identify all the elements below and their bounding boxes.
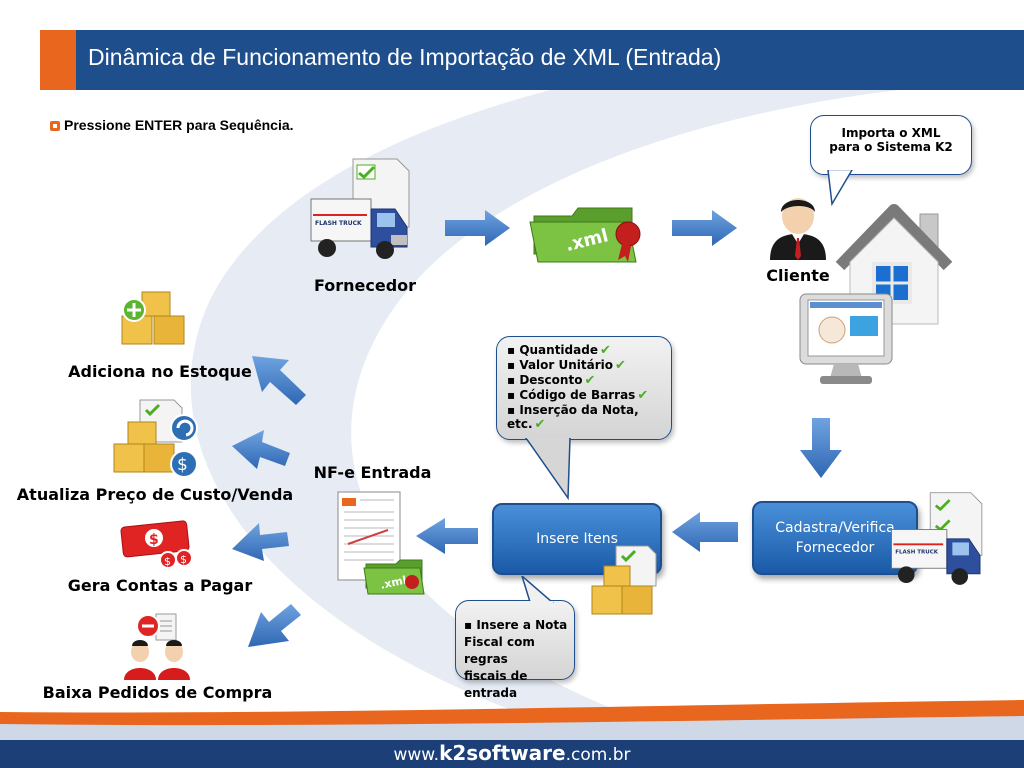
- label-gera-contas: Gera Contas a Pagar: [67, 576, 253, 595]
- bullet-icon: [50, 121, 60, 131]
- client-avatar-icon: [770, 198, 826, 260]
- instruction-text: Pressione ENTER para Sequência.: [64, 117, 294, 133]
- svg-text:FLASH TRUCK: FLASH TRUCK: [895, 550, 939, 556]
- arrow-down: [800, 418, 842, 478]
- arrow-right-2: [672, 210, 737, 246]
- arrow-left-insere: [416, 518, 478, 554]
- arrow-left-cadastra: [672, 512, 738, 552]
- callout-importa-line1: Importa o XML: [841, 126, 941, 140]
- callout-importa-xml: Importa o XML para o Sistema K2: [810, 115, 972, 175]
- label-adiciona-estoque: Adiciona no Estoque: [68, 362, 252, 381]
- boxes-price-update-icon: $: [113, 399, 198, 478]
- title-bar: [40, 30, 1024, 90]
- svg-text:$: $: [164, 555, 171, 568]
- footer-url: www.k2software.com.br: [393, 741, 631, 765]
- title-accent: [40, 30, 76, 90]
- callout-itens-list: ▪ Quantidade✔ ▪ Valor Unitário✔ ▪ Descon…: [496, 336, 672, 440]
- verify-truck-icon: FLASH TRUCK: [891, 492, 983, 585]
- svg-text:.xml: .xml: [379, 574, 408, 592]
- arrow-to-baixa: [248, 604, 301, 647]
- arrow-to-adiciona: [252, 356, 306, 405]
- label-atualiza-preco: Atualiza Preço de Custo/Venda: [16, 485, 294, 504]
- callout-nota-tail: [521, 576, 555, 604]
- footer-band: [0, 740, 1024, 768]
- cadastra-label-line2: Fornecedor: [795, 540, 875, 556]
- callout-itens-tail: [525, 438, 571, 500]
- item-desconto: ▪ Desconto✔: [507, 373, 596, 388]
- svg-text:$: $: [149, 532, 159, 548]
- insere-itens-button[interactable]: Insere Itens: [492, 503, 662, 575]
- item-valor-unitario: ▪ Valor Unitário✔: [507, 358, 626, 373]
- item-codigo-barras: ▪ Código de Barras✔: [507, 388, 649, 403]
- cadastra-label-line1: Cadastra/Verifica: [775, 520, 895, 536]
- boxes-document-icon: [591, 545, 657, 615]
- xml-file-icon: .xml: [529, 207, 641, 263]
- page-title: Dinâmica de Funcionamento de Importação …: [88, 44, 722, 70]
- label-nfe-entrada: NF-e Entrada: [313, 463, 432, 482]
- arrow-right-1: [445, 210, 510, 246]
- svg-text:FLASH TRUCK: FLASH TRUCK: [315, 220, 362, 227]
- arrow-to-gera: [232, 523, 289, 561]
- callout-importa-tail: [827, 170, 853, 207]
- supplier-truck-icon: FLASH TRUCK: [310, 158, 410, 259]
- callout-insere-nota: ▪ Insere a Nota Fiscal com regras fiscai…: [455, 600, 575, 700]
- callout-nota-line1: ▪ Insere a Nota: [464, 618, 568, 632]
- computer-monitor-icon: [799, 293, 893, 384]
- label-fornecedor: Fornecedor: [313, 276, 417, 295]
- purchase-orders-users-icon: [124, 613, 190, 680]
- callout-importa-line2: para o Sistema K2: [829, 140, 953, 154]
- svg-text:$: $: [180, 553, 187, 566]
- cadastra-fornecedor-button[interactable]: Cadastra/Verifica Fornecedor: [752, 501, 918, 575]
- bill-payment-icon: $ $ $: [120, 520, 193, 569]
- label-cliente: Cliente: [766, 266, 830, 285]
- callout-nota-line2: Fiscal com regras: [464, 635, 535, 666]
- callout-nota-line3: fiscais de entrada: [464, 669, 528, 700]
- boxes-add-icon: [121, 291, 185, 345]
- item-insercao-nota: ▪ Inserção da Nota, etc.✔: [507, 403, 639, 432]
- nfe-document-icon: .xml: [337, 491, 425, 595]
- arrow-to-atualiza: [232, 430, 290, 469]
- item-quantidade: ▪ Quantidade✔: [507, 343, 611, 358]
- label-baixa-pedidos: Baixa Pedidos de Compra: [42, 683, 273, 702]
- svg-text:$: $: [177, 455, 188, 475]
- insere-itens-label: Insere Itens: [536, 531, 618, 547]
